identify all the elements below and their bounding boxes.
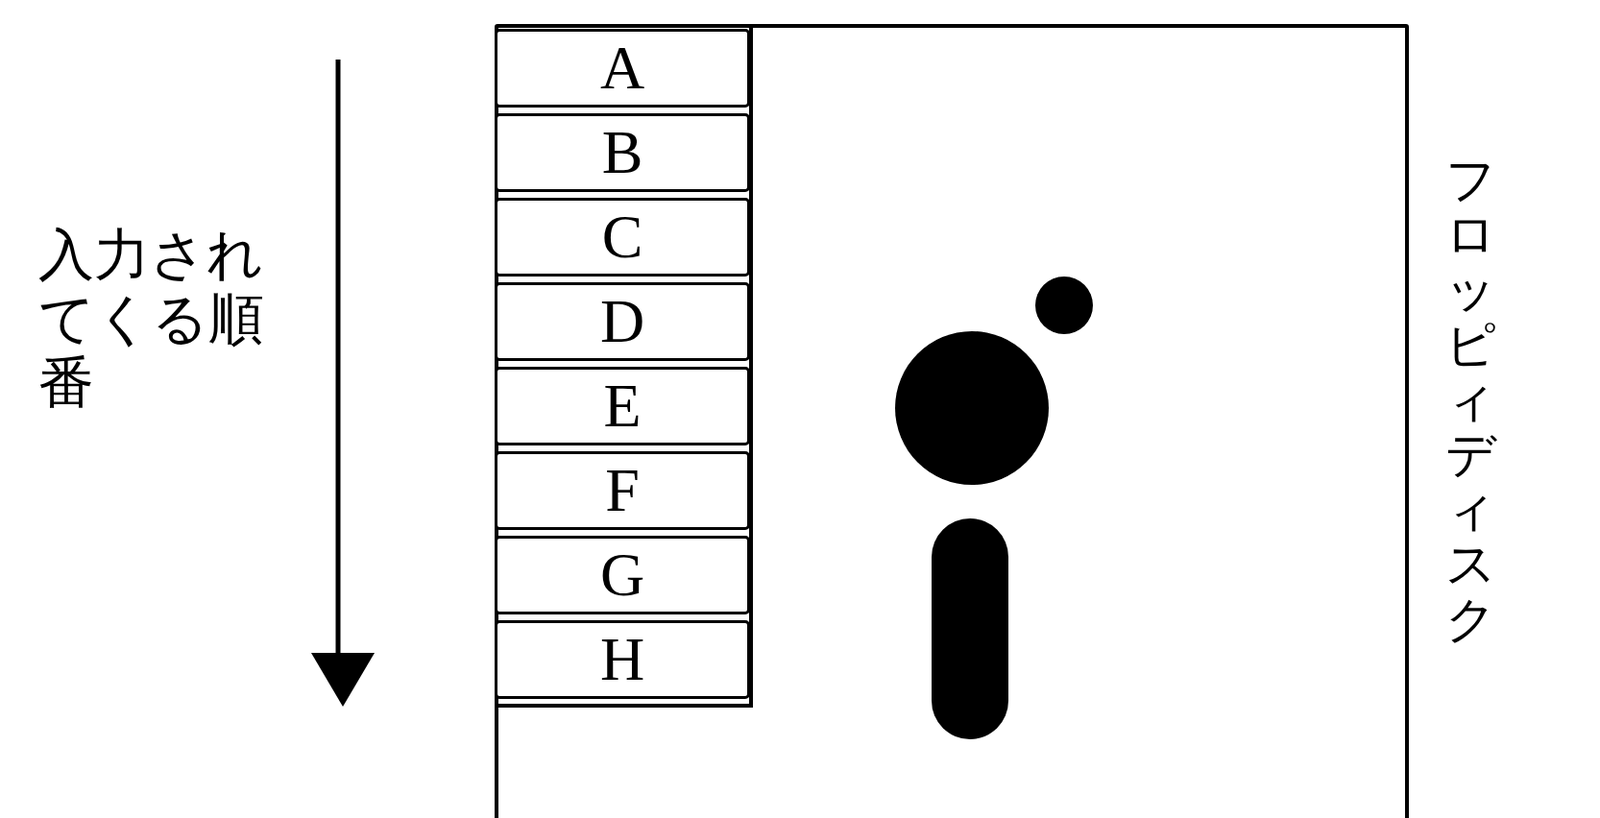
data-block-box: H <box>494 620 751 700</box>
block-letter: H <box>600 629 645 691</box>
order-arrow-shaft <box>336 59 341 663</box>
order-caption: 入力されてくる順番 <box>38 222 266 415</box>
order-arrow-head <box>311 653 375 707</box>
data-block-box: F <box>494 451 751 531</box>
block-letter: B <box>602 121 644 184</box>
block-letter: D <box>600 290 645 353</box>
data-block-box: E <box>494 366 751 446</box>
data-block-box: D <box>494 282 751 362</box>
head-slot <box>931 518 1009 740</box>
index-hole <box>1035 276 1093 335</box>
block-letter: E <box>603 375 641 437</box>
data-block-box: G <box>494 535 751 615</box>
disk-name: フロッピィディスク <box>1445 152 1496 648</box>
block-letter: F <box>605 460 640 522</box>
floppy-disk-outline: フロッピィディスクABCDEFGH <box>494 24 1409 818</box>
block-letter: C <box>602 206 644 268</box>
data-block-box: B <box>494 113 751 193</box>
block-letter: A <box>600 37 645 99</box>
data-block-box: C <box>494 197 751 277</box>
data-block-box: A <box>494 28 751 108</box>
block-letter: G <box>600 544 645 607</box>
stack-frame <box>494 24 752 706</box>
disk-hub <box>895 331 1049 485</box>
